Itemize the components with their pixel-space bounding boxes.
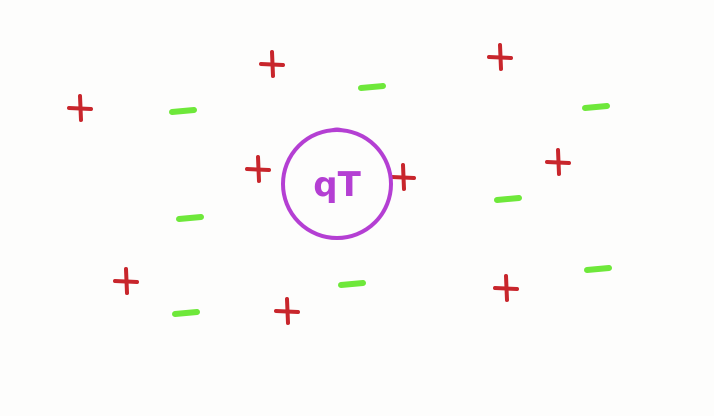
positive-charge <box>487 43 513 71</box>
negative-charge <box>176 214 204 222</box>
negative-charge <box>169 107 197 115</box>
charges-layer <box>67 43 612 325</box>
test-charge-label: qT <box>313 165 361 205</box>
plus-stroke <box>498 43 503 71</box>
plus-stroke <box>401 163 406 191</box>
positive-charge <box>245 155 271 183</box>
minus-stroke <box>172 309 200 317</box>
plus-stroke <box>256 155 261 183</box>
negative-charge <box>358 83 386 91</box>
positive-charge <box>390 163 416 191</box>
negative-charge <box>584 265 612 273</box>
minus-stroke <box>169 107 197 115</box>
negative-charge <box>338 280 366 288</box>
negative-charge <box>494 195 522 203</box>
positive-charge <box>274 297 300 325</box>
negative-charge <box>582 103 610 111</box>
minus-stroke <box>358 83 386 91</box>
test-charge-circle-tick <box>328 127 346 133</box>
plus-stroke <box>556 148 561 176</box>
plus-stroke <box>270 50 275 78</box>
negative-charge <box>172 309 200 317</box>
positive-charge <box>67 94 93 122</box>
minus-stroke <box>584 265 612 273</box>
positive-charge <box>545 148 571 176</box>
minus-stroke <box>176 214 204 222</box>
plus-stroke <box>78 94 83 122</box>
test-charge: qT <box>281 127 393 240</box>
positive-charge <box>259 50 285 78</box>
plus-stroke <box>124 267 129 295</box>
minus-stroke <box>338 280 366 288</box>
minus-stroke <box>494 195 522 203</box>
positive-charge <box>113 267 139 295</box>
plus-stroke <box>504 274 509 302</box>
positive-charge <box>493 274 519 302</box>
minus-stroke <box>582 103 610 111</box>
plus-stroke <box>285 297 290 325</box>
